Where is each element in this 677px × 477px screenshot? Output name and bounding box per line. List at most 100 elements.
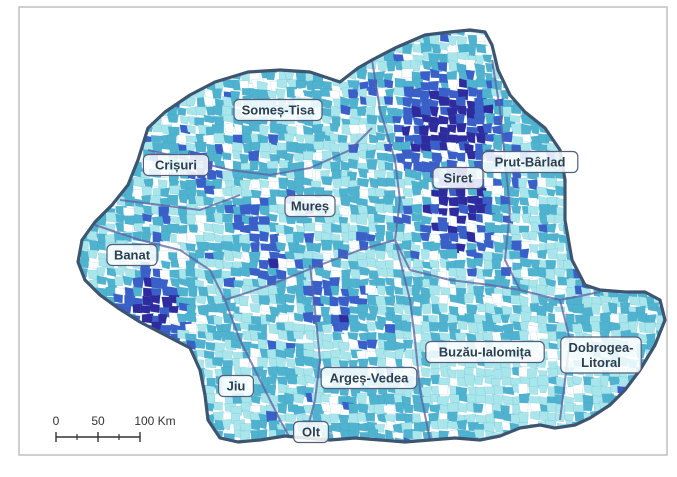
municipality-cell [186,304,197,315]
municipality-cell [259,230,270,242]
municipality-cell [475,70,486,81]
municipality-cell [194,141,207,153]
municipality-cell [203,114,216,124]
municipality-cell [213,401,223,411]
municipality-cell [340,260,350,269]
municipality-cell [374,320,385,331]
municipality-cell [501,367,512,379]
municipality-cell [348,240,360,250]
municipality-cell [185,96,197,107]
municipality-cell [231,185,243,196]
municipality-cell [338,322,350,331]
municipality-cell [518,412,529,424]
municipality-cell [475,55,485,65]
municipality-cell [249,160,260,171]
municipality-cell [502,386,515,396]
municipality-cell [141,185,152,197]
municipality-cell [446,142,457,151]
basin-label-box [233,98,323,122]
municipality-cell [484,133,496,143]
municipality-cell [301,176,314,186]
municipality-cell [340,195,352,207]
municipality-cell [565,287,577,297]
municipality-cell [446,369,457,379]
municipality-cell [149,294,161,305]
municipality-cell [203,185,216,195]
municipality-cell [377,60,388,72]
municipality-cell [438,53,450,63]
municipality-cell [268,204,279,214]
municipality-cell [473,285,485,296]
municipality-cell [419,420,431,432]
municipality-cell [213,212,224,225]
municipality-cell [430,196,441,206]
municipality-cell [167,223,180,234]
municipality-cell [421,150,433,160]
municipality-cell [356,392,367,404]
municipality-cell [457,402,469,413]
municipality-cell [277,330,290,341]
municipality-cell [278,160,290,169]
municipality-cell [536,177,549,189]
municipality-cell [519,257,532,268]
municipality-cell [456,294,467,305]
municipality-cell [248,122,261,132]
municipality-cell [320,239,333,251]
municipality-cell [140,267,152,279]
municipality-cell [536,305,548,317]
municipality-cell [628,320,639,333]
municipality-cell [303,232,315,244]
municipality-cell [159,269,170,281]
municipality-cell [413,194,424,204]
municipality-cell [466,150,477,160]
municipality-cell [520,142,532,152]
municipality-cell [509,188,520,198]
municipality-cell [123,223,134,232]
municipality-cell [258,124,270,136]
municipality-cell [476,241,487,252]
municipality-cell [473,375,484,386]
municipality-cell [323,286,334,297]
municipality-cell [215,204,226,214]
municipality-cell [296,125,306,136]
municipality-cell [527,231,538,241]
municipality-cell [96,275,108,286]
basin-labels: Someș-TisaCrișuriMureșBanatSiretPrut-Bâr… [106,98,642,444]
municipality-cell [284,413,297,423]
municipality-cell [169,185,181,195]
municipality-cell [455,277,467,288]
municipality-cell [457,51,470,61]
municipality-cell [169,269,181,279]
border-mures-banat [94,224,226,301]
municipality-cell [294,284,304,296]
municipality-cell [239,203,252,215]
municipality-cell [357,205,370,216]
municipality-cell [445,248,458,259]
municipality-cell [501,131,513,143]
municipality-cell [366,257,379,269]
municipality-cell [401,213,411,225]
municipality-cell [266,90,277,99]
municipality-cell [293,231,305,243]
municipality-cell [321,222,334,234]
municipality-cell [250,394,261,405]
municipality-cell [508,330,521,341]
municipality-cell [329,413,341,422]
municipality-cell [168,312,180,325]
municipality-cell [211,124,224,135]
border-arges-buzau [394,239,431,441]
municipality-cell [456,215,467,225]
municipality-cell [176,233,188,243]
municipality-cell [447,134,458,144]
municipality-cell [447,150,459,160]
municipality-cell [347,89,359,99]
municipality-cell [376,268,389,278]
municipality-cell [302,90,313,98]
municipality-cell [239,305,252,314]
municipality-cell [467,204,477,215]
municipality-cell [357,312,367,322]
municipality-cell [275,356,286,369]
municipality-cell [373,213,386,224]
municipality-cell [483,104,494,114]
